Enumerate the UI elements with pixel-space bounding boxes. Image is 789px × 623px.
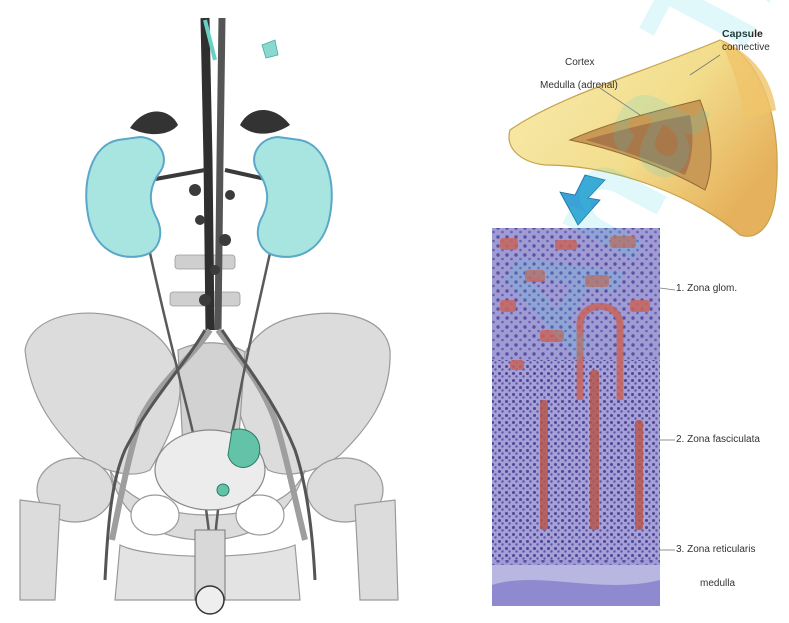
pelvic-node — [217, 484, 229, 496]
histology-panel — [492, 228, 660, 606]
label-zone-1: 1. Zona glom. — [676, 283, 737, 294]
label-zone-2: 2. Zona fasciculata — [676, 434, 760, 445]
label-zone-3: 3. Zona reticularis — [676, 544, 755, 555]
kidney-icon — [254, 137, 332, 257]
label-capsule-subtitle: connective — [722, 42, 770, 53]
adrenal-gland-left — [130, 112, 178, 135]
kidney-icon — [86, 137, 164, 257]
label-cortex: Cortex — [565, 57, 594, 68]
label-medulla: Medulla (adrenal) — [540, 80, 618, 91]
label-capsule-title: Capsule — [722, 28, 763, 40]
adrenal-gland-right — [240, 110, 290, 134]
label-zone-4: medulla — [700, 578, 735, 589]
arrow-down-icon — [560, 175, 605, 225]
adrenal-section-icon — [509, 40, 777, 236]
vessel-ornament — [262, 40, 278, 58]
lower-organ — [196, 586, 224, 614]
